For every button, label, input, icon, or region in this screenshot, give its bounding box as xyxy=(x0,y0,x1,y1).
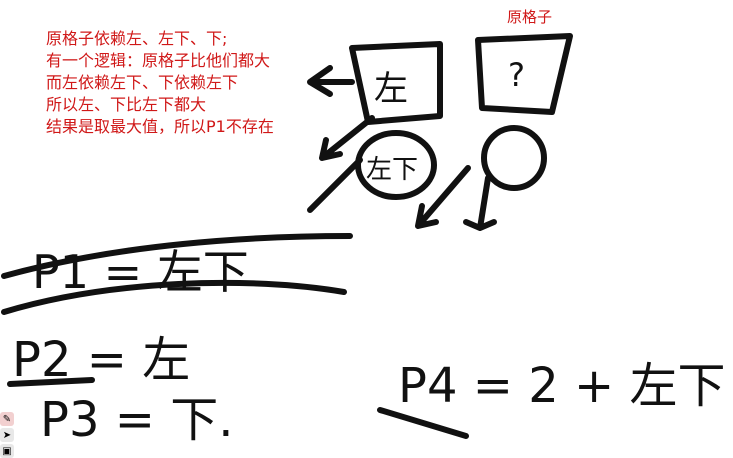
left-cell-text: 左 xyxy=(374,69,408,109)
equation-p3: P3 = 下. xyxy=(40,392,233,448)
arrow-to-left-down xyxy=(307,157,363,213)
p4-underline xyxy=(377,407,469,439)
left-cell-box xyxy=(349,41,443,125)
original-cell-box xyxy=(475,33,573,115)
left-down-circle-text: 左下 xyxy=(366,155,418,185)
equation-p2: P2 = 左 xyxy=(12,332,190,388)
equation-p1: P1 = 左下 xyxy=(32,245,249,299)
note-line-2: 有一个逻辑：原格子比他们都大 xyxy=(46,51,271,70)
note-line-5: 结果是取最大值，所以P1不存在 xyxy=(46,117,274,136)
arrow-down-to-left-down xyxy=(415,165,471,229)
note-line-4: 所以左、下比左下都大 xyxy=(46,95,207,114)
pen-icon[interactable]: ✎ xyxy=(0,412,14,426)
original-cell-question: ? xyxy=(508,56,525,94)
arrow-left-cell-down xyxy=(319,115,375,161)
p2-underline xyxy=(7,377,95,387)
arrow-down-stem xyxy=(463,175,497,231)
note-line-1: 原格子依赖左、左下、下; xyxy=(46,29,228,48)
arrow-left xyxy=(307,65,355,97)
p1-strike-line-1 xyxy=(1,233,353,279)
p1-strike-line-2 xyxy=(1,279,347,315)
pointer-icon[interactable]: ➤ xyxy=(0,428,14,442)
trash-icon[interactable]: ▣ xyxy=(0,444,14,458)
down-circle xyxy=(481,125,547,191)
note-line-3: 而左依赖左下、下依赖左下 xyxy=(46,73,239,92)
original-cell-label: 原格子 xyxy=(507,8,553,26)
equation-p4: P4 = 2 + 左下 xyxy=(398,358,726,414)
side-toolbar: ✎ ➤ ▣ xyxy=(0,410,18,458)
